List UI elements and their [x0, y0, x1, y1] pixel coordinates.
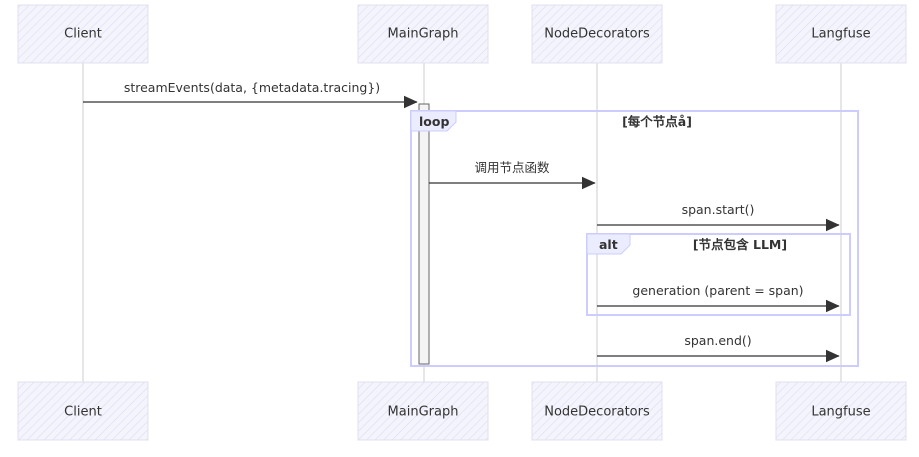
message-span-end-label: span.end(): [684, 333, 751, 348]
actor-bottom-client-label: Client: [64, 405, 102, 420]
actor-top-maingraph: MainGraph: [357, 4, 489, 64]
actor-top-nodedecorators-label: NodeDecorators: [544, 27, 650, 42]
loop-frame-condition: [每个节点å]: [622, 114, 692, 129]
actor-top-client-label: Client: [64, 27, 102, 42]
loop-frame: loop [每个节点å]: [410, 110, 859, 367]
actor-bottom-maingraph: MainGraph: [357, 381, 489, 441]
loop-frame-tag: loop: [419, 114, 449, 129]
actor-top-nodedecorators: NodeDecorators: [531, 4, 663, 64]
message-span-start: span.start(): [597, 202, 839, 225]
message-call-node-function-label: 调用节点函数: [474, 160, 550, 175]
message-generation: generation (parent = span): [597, 283, 839, 306]
actor-bottom-langfuse: Langfuse: [775, 381, 907, 441]
alt-frame-tag: alt: [599, 237, 618, 252]
message-span-start-label: span.start(): [682, 202, 755, 217]
message-stream-events-label: streamEvents(data, {metadata.tracing}): [124, 80, 380, 95]
actor-bottom-client: Client: [17, 381, 149, 441]
actor-bottom-maingraph-label: MainGraph: [388, 405, 459, 420]
actor-bottom-nodedecorators-label: NodeDecorators: [544, 405, 650, 420]
actor-bottom-langfuse-label: Langfuse: [811, 405, 870, 420]
message-call-node-function: 调用节点函数: [429, 160, 595, 183]
activation-bar-maingraph: [418, 103, 430, 365]
message-span-end: span.end(): [597, 333, 839, 356]
actor-top-maingraph-label: MainGraph: [388, 27, 459, 42]
actor-top-langfuse: Langfuse: [775, 4, 907, 64]
message-generation-label: generation (parent = span): [632, 283, 803, 298]
message-stream-events: streamEvents(data, {metadata.tracing}): [83, 80, 417, 102]
actor-top-client: Client: [17, 4, 149, 64]
actor-bottom-nodedecorators: NodeDecorators: [531, 381, 663, 441]
actor-top-langfuse-label: Langfuse: [811, 27, 870, 42]
alt-frame: alt [节点包含 LLM]: [586, 233, 851, 316]
alt-frame-condition: [节点包含 LLM]: [693, 237, 787, 252]
